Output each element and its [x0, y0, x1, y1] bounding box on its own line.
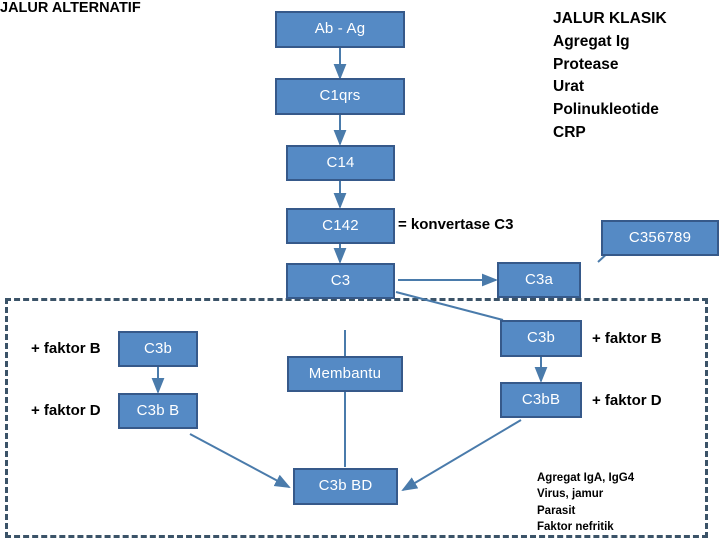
classic-pathway-text: JALUR KLASIK Agregat Ig Protease Urat Po… [553, 10, 667, 141]
label-faktor-d-left: + faktor D [31, 402, 101, 419]
label-faktor-b-left: + faktor B [31, 340, 101, 357]
node-c3a[interactable]: C3a [497, 262, 581, 298]
node-c3bbd[interactable]: C3b BD [293, 468, 398, 505]
node-c356789[interactable]: C356789 [601, 220, 719, 256]
connector-c3bb-left-c3bbd [189, 433, 291, 488]
node-c3bb-left[interactable]: C3b B [118, 393, 198, 429]
connector-c3-c3b-right [395, 291, 504, 321]
node-c3bb-right[interactable]: C3bB [500, 382, 582, 418]
connector-c3bb-right-c3bbd [401, 419, 522, 492]
node-c14[interactable]: C14 [286, 145, 395, 181]
label-konvertase: = konvertase C3 [398, 216, 514, 233]
node-c142[interactable]: C142 [286, 208, 395, 244]
node-ab-ag[interactable]: Ab - Ag [275, 11, 405, 48]
node-c3b-right[interactable]: C3b [500, 320, 582, 357]
label-faktor-d-right: + faktor D [592, 392, 662, 409]
alternative-pathway-text: Agregat IgA, IgG4 Virus, jamur Parasit F… [537, 472, 635, 533]
node-c3b-left[interactable]: C3b [118, 331, 198, 367]
node-membantu[interactable]: Membantu [287, 356, 403, 392]
alternative-pathway-title: JALUR ALTERNATIF [0, 0, 141, 16]
label-faktor-b-right: + faktor B [592, 330, 662, 347]
node-c1qrs[interactable]: C1qrs [275, 78, 405, 115]
node-c3[interactable]: C3 [286, 263, 395, 299]
